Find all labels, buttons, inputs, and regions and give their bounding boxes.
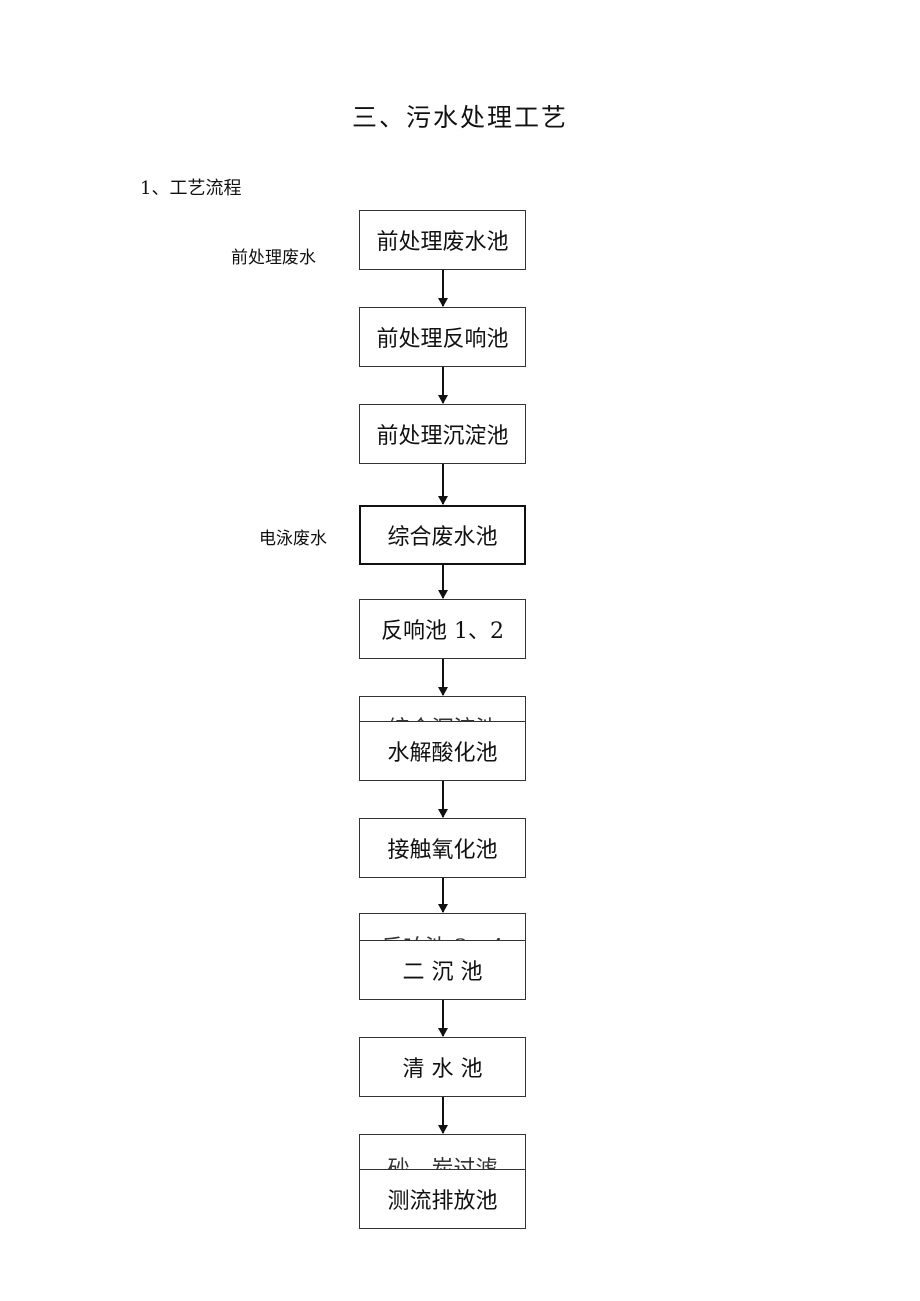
flow-step-reaction-3-4: 反响池 3、4 — [359, 913, 526, 941]
step-label: 二 沉 池 — [402, 960, 483, 985]
step-label: 前处理废水池 — [376, 230, 509, 255]
step-label: 反响池 1、2 — [381, 619, 504, 644]
page-title: 三、污水处理工艺 — [351, 103, 568, 132]
step-label: 接触氧化池 — [387, 838, 498, 863]
flow-step-sand-carbon-filter: 砂、炭过滤 — [359, 1134, 526, 1170]
flow-step-discharge-tank: 测流排放池 — [359, 1169, 526, 1229]
flow-arrow — [438, 878, 448, 913]
step-label: 清 水 池 — [402, 1057, 483, 1082]
step-label: 综合废水池 — [387, 525, 498, 550]
flow-arrow — [438, 367, 448, 404]
flow-arrow — [438, 1000, 448, 1037]
step-label: 测流排放池 — [387, 1189, 498, 1214]
flow-arrow — [438, 1097, 448, 1134]
flow-arrow — [438, 464, 448, 505]
flow-step-combined-tank: 综合废水池 — [359, 505, 526, 565]
flow-arrow — [438, 565, 448, 599]
flow-step-reaction-1-2: 反响池 1、2 — [359, 599, 526, 659]
electrophoresis-wastewater-label: 电泳废水 — [259, 529, 327, 549]
flow-step-combined-sedimentation: 综合沉淀池 — [359, 696, 526, 722]
step-label: 综合沉淀池 — [360, 711, 525, 722]
section-subtitle: 1、工艺流程 — [140, 178, 242, 199]
flow-step-pretreatment-tank: 前处理废水池 — [359, 210, 526, 270]
flow-step-pretreatment-sedimentation: 前处理沉淀池 — [359, 404, 526, 464]
step-label: 水解酸化池 — [387, 741, 498, 766]
flow-arrow — [438, 659, 448, 696]
flow-step-pretreatment-reaction: 前处理反响池 — [359, 307, 526, 367]
step-label: 反响池 3、4 — [360, 930, 525, 941]
flow-step-hydrolysis: 水解酸化池 — [359, 721, 526, 781]
pretreatment-wastewater-label: 前处理废水 — [231, 248, 316, 268]
step-label: 前处理反响池 — [376, 327, 509, 352]
flow-arrow — [438, 781, 448, 818]
flow-step-secondary-sedimentation: 二 沉 池 — [359, 940, 526, 1000]
step-label: 砂、炭过滤 — [387, 1157, 498, 1170]
flow-arrow — [438, 270, 448, 307]
step-label: 前处理沉淀池 — [376, 424, 509, 449]
flow-step-contact-oxidation: 接触氧化池 — [359, 818, 526, 878]
flow-step-clear-water: 清 水 池 — [359, 1037, 526, 1097]
